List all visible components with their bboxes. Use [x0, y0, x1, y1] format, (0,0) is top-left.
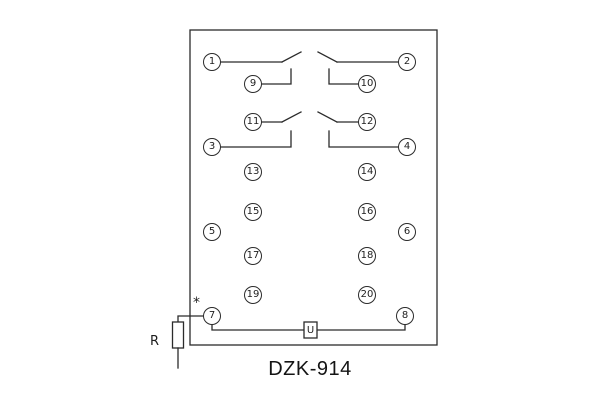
terminal-1: 1: [203, 53, 221, 71]
contact-2-blade: [317, 51, 338, 63]
terminal-10: 10: [358, 75, 376, 93]
terminal-5: 5: [203, 223, 221, 241]
terminal-16: 16: [358, 203, 376, 221]
terminal-11: 11: [244, 113, 262, 131]
polarity-star: *: [193, 295, 200, 311]
model-title: DZK-914: [268, 358, 352, 380]
terminal-19: 19: [244, 286, 262, 304]
terminal-12: 12: [358, 113, 376, 131]
contact-9-fixed: [261, 68, 292, 85]
terminal-20: 20: [358, 286, 376, 304]
terminal-2: 2: [398, 53, 416, 71]
terminal-3: 3: [203, 138, 221, 156]
terminal-14: 14: [358, 163, 376, 181]
terminal-7: 7: [203, 307, 221, 325]
terminal-4: 4: [398, 138, 416, 156]
contact-10-fixed: [328, 68, 359, 85]
resistor-top-wire: [177, 315, 204, 323]
contact-1-blade: [281, 51, 302, 63]
contact-4-fixed: [328, 130, 399, 148]
terminal-8: 8: [396, 307, 414, 325]
resistor-body: [171, 321, 185, 349]
terminal-6: 6: [398, 223, 416, 241]
resistor-label: R: [150, 334, 160, 349]
relay-case-outline: [189, 29, 438, 346]
terminal-15: 15: [244, 203, 262, 221]
terminal-13: 13: [244, 163, 262, 181]
contact-12-blade: [317, 111, 338, 123]
contact-3-fixed: [220, 130, 292, 148]
terminal-17: 17: [244, 247, 262, 265]
component-u-label: U: [306, 324, 315, 336]
terminal-18: 18: [358, 247, 376, 265]
terminal-9: 9: [244, 75, 262, 93]
contact-11-blade: [281, 111, 302, 123]
